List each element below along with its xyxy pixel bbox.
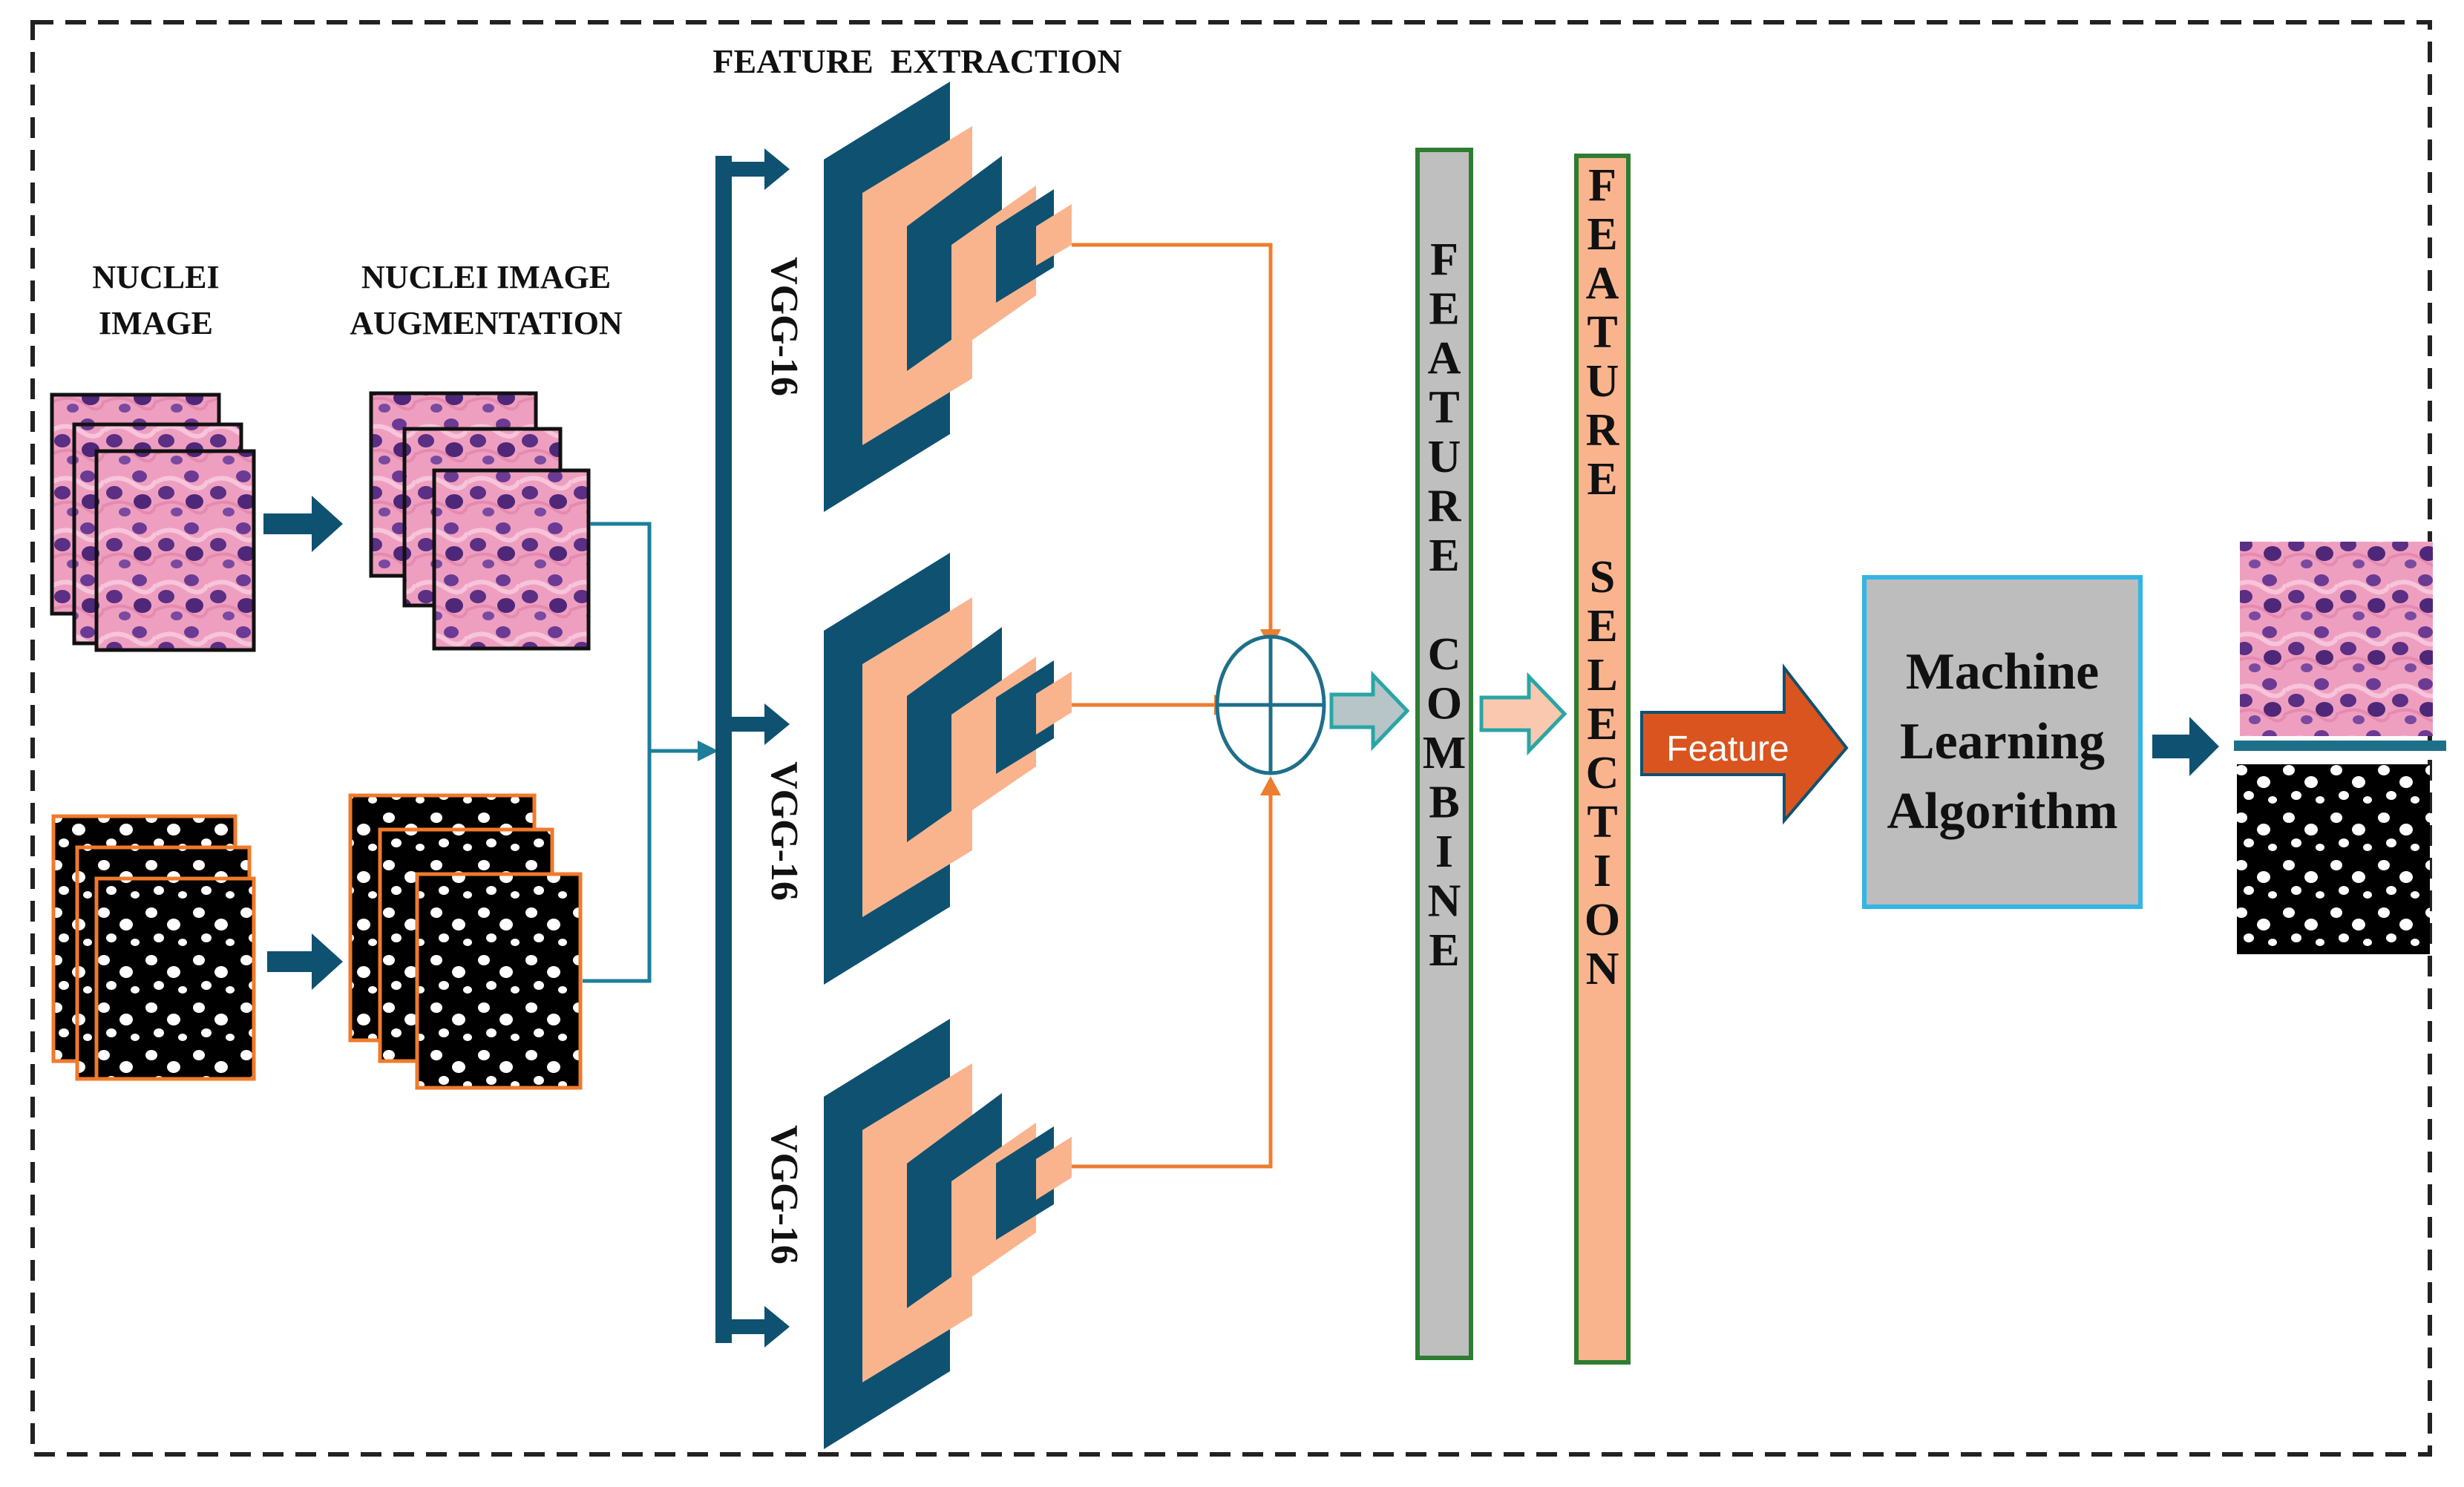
nuclei-image-label-line2: IMAGE <box>99 305 213 341</box>
arrow-combine-to-selection <box>1479 672 1567 756</box>
cnn-stack-icon <box>824 553 1072 985</box>
feature-arrow-label: Feature <box>1666 729 1789 769</box>
output-divider <box>2234 741 2446 751</box>
augmentation-label-line2: AUGMENTATION <box>350 305 623 341</box>
feature-combine-bar <box>1415 148 1473 1360</box>
cnn-stack-icon <box>824 1019 1072 1449</box>
feature-arrow <box>1640 663 1849 825</box>
ml-algorithm-box <box>1862 575 2143 909</box>
vgg16-label-2: VGG-16 <box>763 761 805 901</box>
arrow-image-to-augmentation <box>263 496 343 552</box>
outer-dashed-frame <box>30 20 2432 1457</box>
tissue-image-icon <box>50 393 256 652</box>
vgg16-label-3: VGG-16 <box>763 1125 805 1264</box>
augmentation-label-line1: NUCLEI IMAGE <box>361 259 611 295</box>
augmented-binary-mask-icon <box>348 793 583 1090</box>
output-tissue-image <box>2240 542 2433 736</box>
feature-extraction-title: FEATURE EXTRACTION <box>712 42 1121 80</box>
arrow-sum-to-combine <box>1329 670 1410 752</box>
feature-lines <box>1072 243 1273 1169</box>
feature-selection-bar <box>1574 154 1631 1365</box>
arrow-mask-to-augmentation <box>267 933 343 990</box>
distribution-bar <box>715 148 790 1348</box>
ml-box-line1: Machine <box>1906 643 2100 700</box>
summation-circle-icon <box>1215 634 1326 775</box>
output-mask-image <box>2237 764 2430 954</box>
arrow-ml-to-output <box>2152 717 2219 776</box>
augmented-tissue-image-icon <box>369 391 591 651</box>
ml-box-line3: Algorithm <box>1887 783 2117 840</box>
binary-mask-icon <box>51 814 256 1081</box>
nuclei-image-label-line1: NUCLEI <box>92 259 219 295</box>
augmentation-to-extraction-connector <box>583 522 698 983</box>
cnn-stack-icon <box>824 82 1072 512</box>
vgg16-label-1: VGG-16 <box>763 257 805 396</box>
ml-box-line2: Learning <box>1900 713 2105 770</box>
connector-arrowhead <box>698 741 718 761</box>
